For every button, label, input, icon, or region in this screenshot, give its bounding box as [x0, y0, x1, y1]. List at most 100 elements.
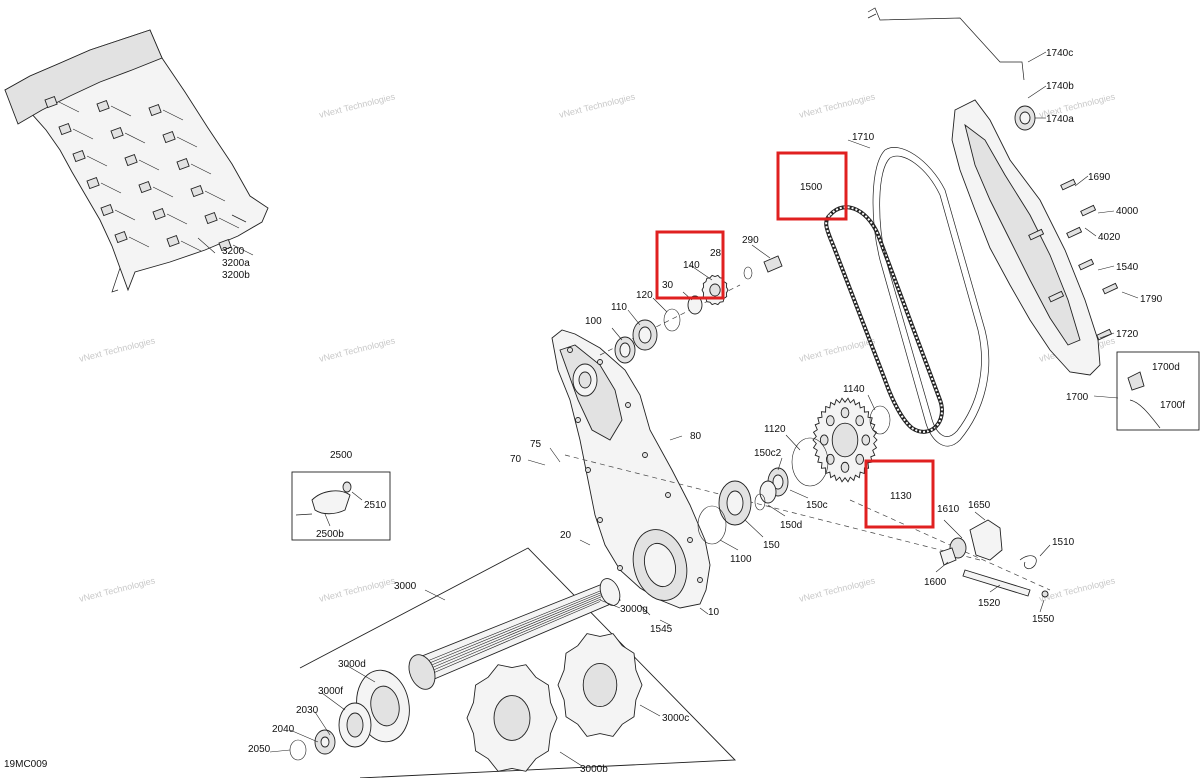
watermark-text: vNext Technologies	[798, 575, 876, 604]
track-cleats	[44, 96, 254, 256]
tensioner-block	[969, 519, 1003, 561]
drive-belt-1710	[872, 147, 990, 447]
label-30: 30	[662, 280, 674, 291]
spacer-30	[687, 295, 703, 315]
lower-gear-group	[697, 394, 891, 551]
label-1500: 1500	[800, 182, 823, 193]
axle-bearing	[338, 702, 372, 748]
washer-28	[743, 266, 753, 280]
inset-2500	[291, 471, 391, 541]
spacer-150c	[759, 480, 777, 504]
label-3000c: 3000c	[662, 713, 689, 724]
label-4000: 4000	[1116, 206, 1139, 217]
label-120: 120	[636, 290, 653, 301]
ring-120	[663, 308, 681, 332]
label-1790: 1790	[1140, 294, 1163, 305]
label-1120: 1120	[764, 424, 786, 435]
label-1700: 1700	[1066, 392, 1089, 403]
label-1550: 1550	[1032, 614, 1055, 625]
watermark-text: vNext Technologies	[318, 91, 396, 120]
drive-sprocket	[466, 664, 558, 772]
cover-bolts	[1028, 178, 1119, 341]
watermark-text: vNext Technologies	[78, 575, 156, 604]
label-2050: 2050	[248, 744, 271, 755]
label-150c: 150c	[806, 500, 828, 511]
label-3000: 3000	[394, 581, 417, 592]
label-1740c: 1740c	[1046, 48, 1073, 59]
gear-1130	[812, 397, 878, 483]
upper-shaft-parts	[611, 244, 783, 364]
label-150: 150	[763, 540, 780, 551]
label-1710: 1710	[852, 132, 875, 143]
axle-ring	[289, 739, 307, 761]
label-2040: 2040	[272, 724, 295, 735]
watermark-text: vNext Technologies	[318, 575, 396, 604]
axle-nut	[314, 729, 336, 755]
chaincase-bolts	[567, 347, 703, 583]
label-1650: 1650	[968, 500, 991, 511]
label-2510: 2510	[364, 500, 387, 511]
watermark-text: vNext Technologies	[558, 91, 636, 120]
label-1740a: 1740a	[1046, 114, 1074, 125]
label-28: 28	[710, 248, 722, 259]
label-2500: 2500	[330, 450, 353, 461]
label-3000g: 3000g	[620, 604, 648, 615]
tensioner-shaft	[962, 569, 1031, 597]
label-1100: 1100	[730, 554, 752, 565]
label-20: 20	[560, 530, 572, 541]
label-70: 70	[510, 454, 522, 465]
drive-chain	[824, 205, 944, 434]
watermark-text: vNext Technologies	[798, 91, 876, 120]
label-100: 100	[585, 316, 602, 327]
label-75: 75	[530, 439, 542, 450]
diagram-code: 19MC009	[4, 759, 48, 770]
label-1545: 1545	[650, 624, 673, 635]
tensioner-group	[849, 499, 1051, 613]
label-10: 10	[708, 607, 720, 618]
label-110: 110	[611, 302, 627, 313]
label-1540: 1540	[1116, 262, 1139, 273]
label-1700d: 1700d	[1152, 362, 1180, 373]
label-1130: 1130	[890, 491, 912, 502]
highlight-1130	[864, 459, 935, 529]
drive-axle	[408, 578, 621, 690]
ring-1140	[869, 405, 891, 435]
label-3000f: 3000f	[318, 686, 343, 697]
label-80: 80	[690, 431, 702, 442]
label-2030: 2030	[296, 705, 319, 716]
inset-1700	[1116, 351, 1200, 431]
label-1700f: 1700f	[1160, 400, 1185, 411]
highlight-1500	[776, 151, 848, 221]
label-1510: 1510	[1052, 537, 1075, 548]
label-1610: 1610	[937, 504, 960, 515]
label-1520: 1520	[978, 598, 1001, 609]
label-1600: 1600	[924, 577, 947, 588]
label-1140: 1140	[843, 384, 865, 395]
label-290: 290	[742, 235, 759, 246]
ring-1120	[791, 437, 829, 487]
seal-1100	[697, 505, 727, 545]
part-labels: 1740c 1740b 1740a 1710 1500 1690 4000 40…	[222, 48, 1185, 775]
label-1720: 1720	[1116, 329, 1139, 340]
chaincase-housing	[527, 329, 711, 626]
label-3200b: 3200b	[222, 270, 250, 281]
label-150d: 150d	[780, 520, 802, 531]
drive-sprocket	[557, 633, 643, 737]
label-1740b: 1740b	[1046, 81, 1074, 92]
watermark-text: vNext Technologies	[798, 335, 876, 364]
bolt-290	[763, 255, 783, 273]
label-150c2: 150c2	[754, 448, 782, 459]
label-3000d: 3000d	[338, 659, 366, 670]
ring-150d	[754, 493, 766, 511]
label-2500b: 2500b	[316, 529, 344, 540]
label-1690: 1690	[1088, 172, 1111, 183]
label-140: 140	[683, 260, 700, 271]
label-4020: 4020	[1098, 232, 1121, 243]
highlight-140	[655, 230, 725, 300]
label-3200a: 3200a	[222, 258, 250, 269]
drive-axle-group	[269, 547, 737, 778]
label-3000b: 3000b	[580, 764, 608, 775]
track-illustration	[4, 29, 269, 293]
chaincase-cover	[847, 7, 1139, 399]
